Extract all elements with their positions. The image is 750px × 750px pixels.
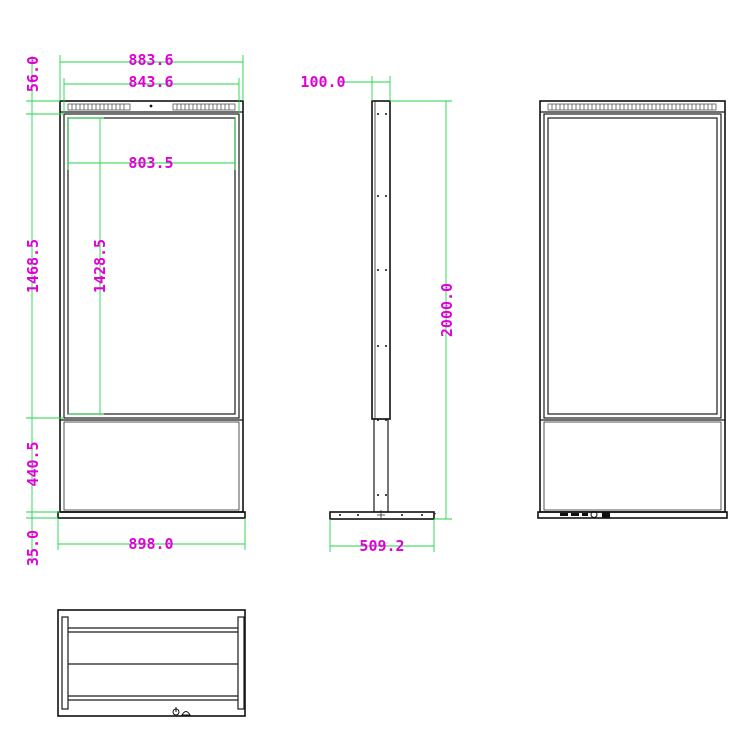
front-lower-panel <box>63 421 240 511</box>
front-dimension-lines <box>26 55 246 560</box>
side-base-plate <box>329 511 435 520</box>
back-panel <box>547 117 718 415</box>
dim-bezel-width: 843.6 <box>128 73 173 91</box>
back-base <box>537 511 728 519</box>
top-view <box>57 609 246 717</box>
top-view-left-rail <box>61 616 69 710</box>
side-post <box>373 418 389 513</box>
top-view-outline <box>57 609 246 717</box>
back-top-vent <box>547 103 717 111</box>
side-dimension-lines <box>329 76 452 552</box>
dim-base-depth: 509.2 <box>359 537 404 555</box>
dim-side-depth: 100.0 <box>300 73 345 91</box>
front-top-vent-right <box>172 103 236 111</box>
front-base <box>57 511 246 519</box>
top-view-right-rail <box>237 616 245 710</box>
side-view <box>329 100 437 520</box>
back-frame <box>543 113 722 419</box>
dim-screen-height: 1428.5 <box>91 239 109 293</box>
back-cabinet-outline <box>539 100 726 513</box>
dim-base-width: 898.0 <box>128 535 173 553</box>
dim-top-cap-height: 56.0 <box>24 56 42 92</box>
dim-total-height: 2000.0 <box>438 283 456 337</box>
back-view <box>537 100 728 519</box>
front-screen <box>67 117 236 415</box>
dim-lower-cabinet-height: 440.5 <box>24 441 42 486</box>
top-view-power-socket <box>172 707 191 716</box>
dim-base-height: 35.0 <box>24 530 42 566</box>
front-bezel <box>63 113 240 419</box>
front-top-vent-left <box>67 103 131 111</box>
dim-display-height: 1468.5 <box>24 239 42 293</box>
front-camera-dot <box>149 104 153 108</box>
front-view <box>57 100 246 519</box>
dim-screen-width: 803.5 <box>128 154 173 172</box>
dim-overall-width: 883.6 <box>128 51 173 69</box>
back-lower-panel <box>543 421 722 511</box>
back-port-cluster <box>560 511 610 518</box>
